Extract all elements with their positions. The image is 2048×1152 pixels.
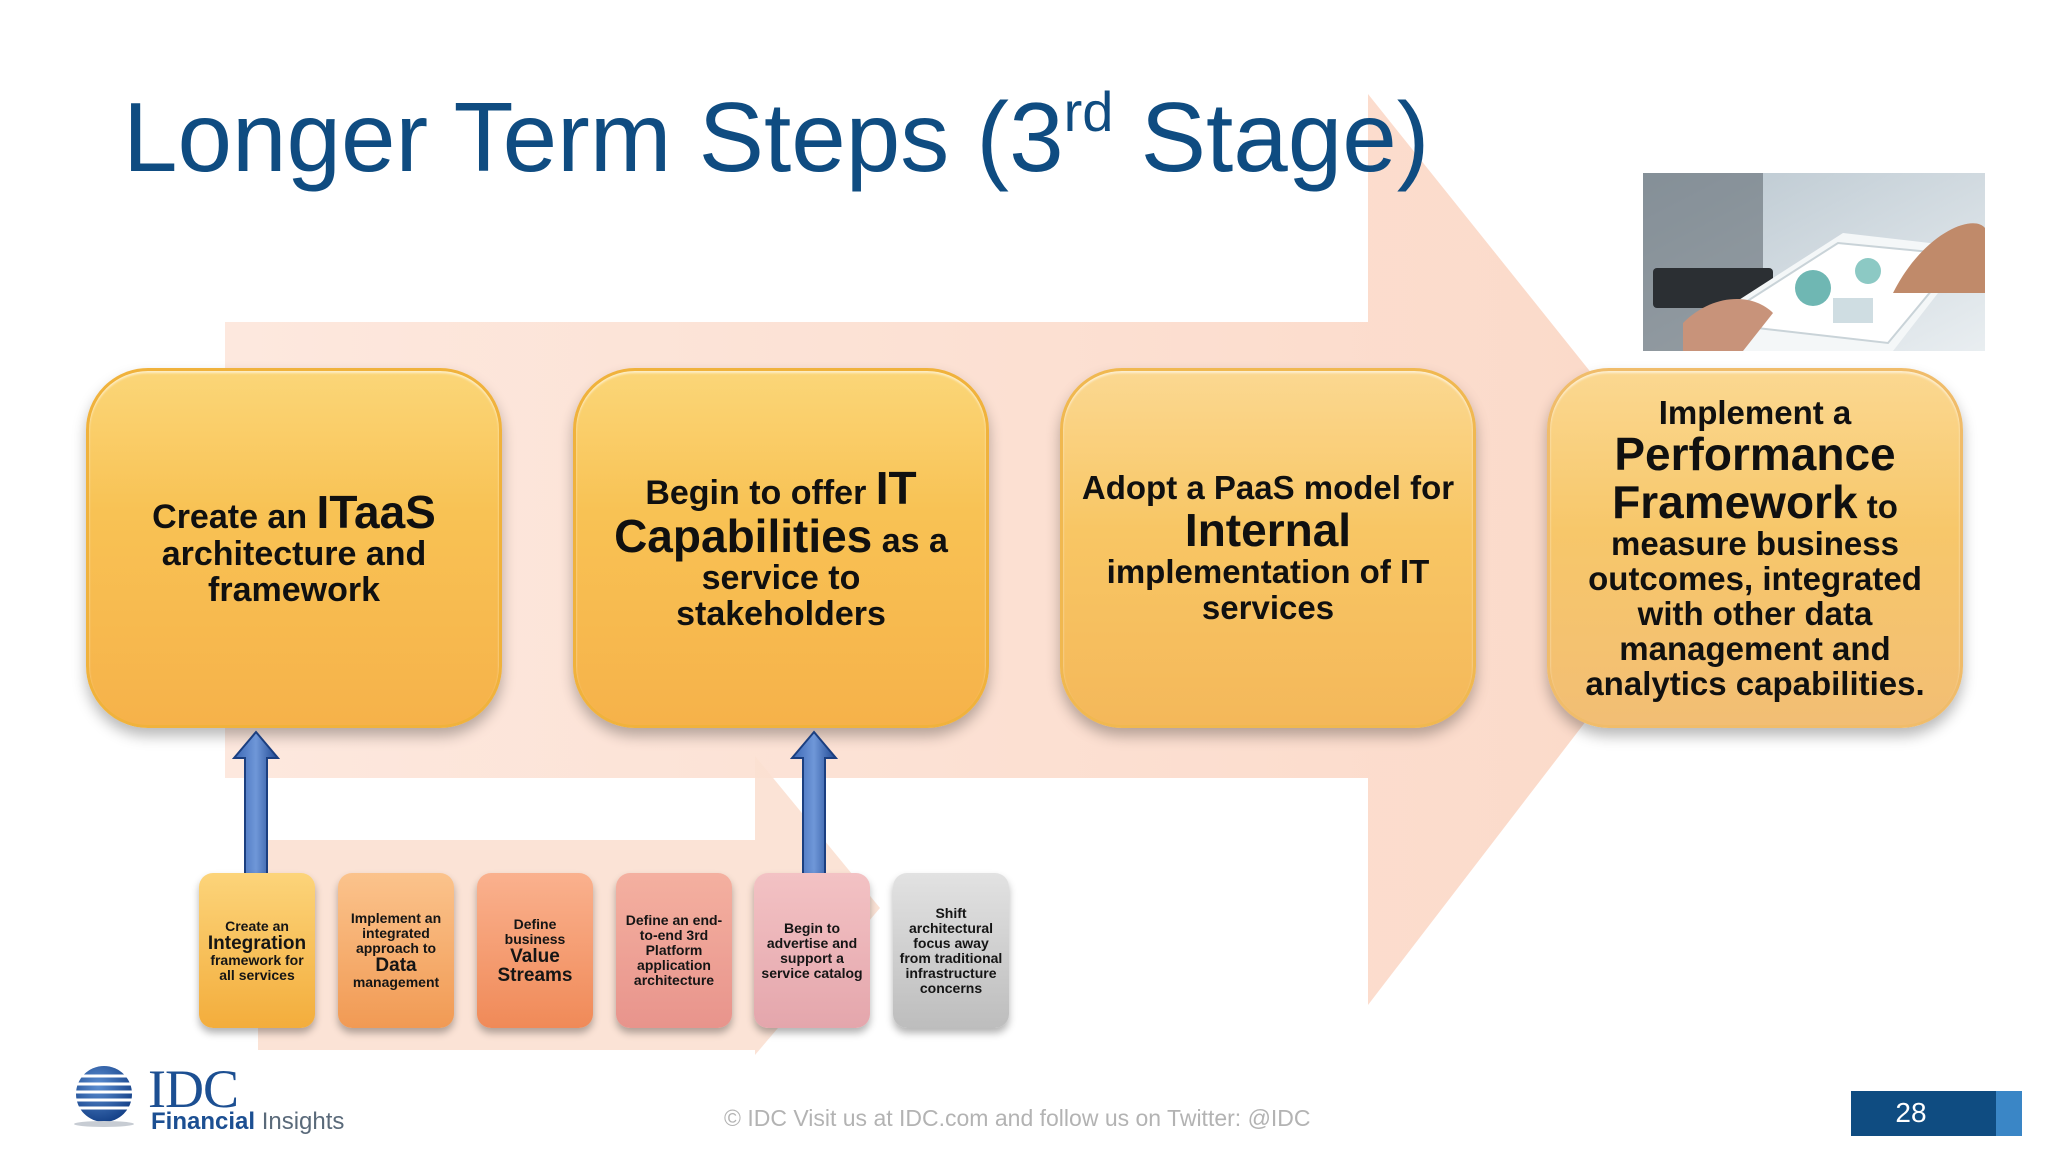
substep-2-pre: Implement an integrated approach to bbox=[350, 910, 442, 956]
footer-text: © IDC Visit us at IDC.com and follow us … bbox=[724, 1105, 1311, 1131]
step-3-highlight: Internal bbox=[1184, 504, 1352, 556]
substep-4-text: Define an end-to-end 3rd Platform applic… bbox=[625, 912, 723, 988]
blue-up-arrow-icon bbox=[232, 730, 280, 877]
step-2-pre: Begin to offer bbox=[645, 474, 876, 512]
substep-application-architecture: Define an end-to-end 3rd Platform applic… bbox=[616, 873, 732, 1028]
step-3-pre: Adopt a PaaS model for bbox=[1081, 469, 1455, 506]
step-2-post: as a service to stakeholders bbox=[676, 522, 948, 633]
logo-brand: IDC bbox=[148, 1059, 239, 1119]
logo-subtitle: Financial Insights bbox=[151, 1108, 345, 1135]
substep-1-pre: Create an bbox=[225, 917, 289, 934]
page-title: Longer Term Steps (3rd Stage) bbox=[123, 80, 1430, 192]
substep-2-post: management bbox=[352, 974, 440, 990]
page-number-box bbox=[1851, 1091, 2022, 1136]
step-offer-it-capabilities: Begin to offer IT Capabilities as a serv… bbox=[573, 368, 989, 728]
substep-2-highlight: Data bbox=[375, 955, 417, 976]
step-2-highlight: IT Capabilities bbox=[614, 462, 917, 562]
step-3-post: implementation of IT services bbox=[1106, 553, 1430, 626]
step-4-post: to measure business outcomes, integrated… bbox=[1585, 488, 1925, 702]
blue-up-arrow-icon bbox=[790, 730, 838, 877]
step-4-highlight: Performance Framework bbox=[1612, 428, 1896, 528]
step-4-pre: Implement a bbox=[1658, 394, 1852, 431]
substep-6-text: Shift architectural focus away from trad… bbox=[899, 904, 1003, 996]
substep-3-highlight: Value Streams bbox=[497, 945, 573, 986]
substep-service-catalog: Begin to advertise and support a service… bbox=[754, 873, 870, 1028]
tablet-business-charts-photo bbox=[1643, 173, 1985, 351]
substep-3-pre: Define business bbox=[504, 915, 566, 947]
substep-1-highlight: Integration bbox=[207, 932, 307, 954]
substep-shift-architecture-focus: Shift architectural focus away from trad… bbox=[893, 873, 1009, 1028]
substep-5-text: Begin to advertise and support a service… bbox=[761, 919, 863, 981]
idc-globe-logo bbox=[60, 1066, 146, 1127]
step-1-pre: Create an bbox=[152, 498, 317, 536]
substep-1-post: framework for all services bbox=[210, 951, 304, 983]
page-number: 28 bbox=[1895, 1097, 1927, 1128]
step-1-post: architecture and framework bbox=[161, 535, 427, 609]
step-1-highlight: ITaaS bbox=[316, 486, 436, 538]
